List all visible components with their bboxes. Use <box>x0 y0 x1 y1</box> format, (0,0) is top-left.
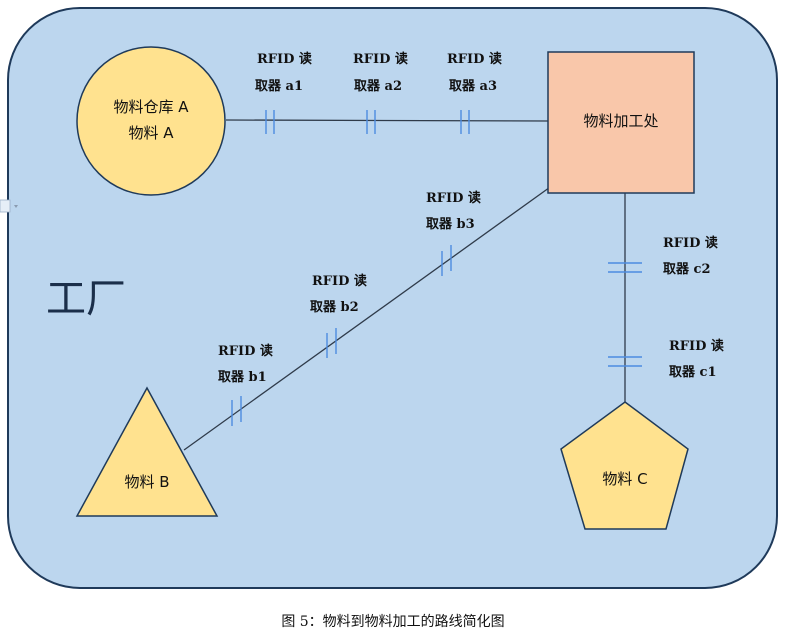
reader-b3-label-line2: 取器 b3 <box>426 217 475 232</box>
reader-tick-b3 <box>441 245 452 276</box>
reader-c2-label-line2: 取器 c2 <box>663 262 711 277</box>
reader-a3-label-line2: 取器 a3 <box>449 79 497 94</box>
reader-b1-label-line1: RFID 读 <box>218 343 273 359</box>
route-line-b <box>183 184 554 451</box>
figure-caption: 图 5：物料到物料加工的路线简化图 <box>281 613 504 630</box>
reader-c1-label-line2: 取器 c1 <box>669 365 717 380</box>
reader-b2-label-line2: 取器 b2 <box>310 300 359 315</box>
reader-tick-a1 <box>265 110 275 134</box>
reader-b2-label-line1: RFID 读 <box>312 273 367 289</box>
reader-b1-label-line2: 取器 b1 <box>218 370 267 385</box>
reader-tick-b2 <box>326 328 337 358</box>
reader-tick-c2 <box>608 262 642 273</box>
reader-c2-label-line1: RFID 读 <box>663 235 718 251</box>
reader-a1-label-line1: RFID 读 <box>257 51 312 67</box>
route-line-a <box>225 119 549 122</box>
reader-a2-label-line1: RFID 读 <box>353 51 408 67</box>
reader-tick-a2 <box>366 110 376 134</box>
factory-label: 工厂 <box>46 276 126 322</box>
processing-node <box>547 51 695 194</box>
warehouse-label-line2: 物料 A <box>128 124 174 142</box>
material-b-node <box>75 386 219 517</box>
reader-a1-label-line2: 取器 a1 <box>255 79 303 94</box>
reader-a3-label-line1: RFID 读 <box>447 51 502 67</box>
warehouse-label-line1: 物料仓库 A <box>113 98 189 116</box>
reader-a2-label-line2: 取器 a2 <box>354 79 402 94</box>
material-c-label: 物料 C <box>602 470 647 488</box>
reader-c1-label-line1: RFID 读 <box>669 338 724 354</box>
material-c-node <box>560 401 689 530</box>
reader-tick-a3 <box>460 110 470 134</box>
processing-label: 物料加工处 <box>583 112 658 130</box>
material-b-label: 物料 B <box>124 473 169 491</box>
warehouse-node <box>76 46 226 196</box>
reader-tick-b1 <box>231 396 242 426</box>
side-handle-icon <box>0 199 18 213</box>
reader-b3-label-line1: RFID 读 <box>426 190 481 206</box>
reader-tick-c1 <box>608 356 642 367</box>
